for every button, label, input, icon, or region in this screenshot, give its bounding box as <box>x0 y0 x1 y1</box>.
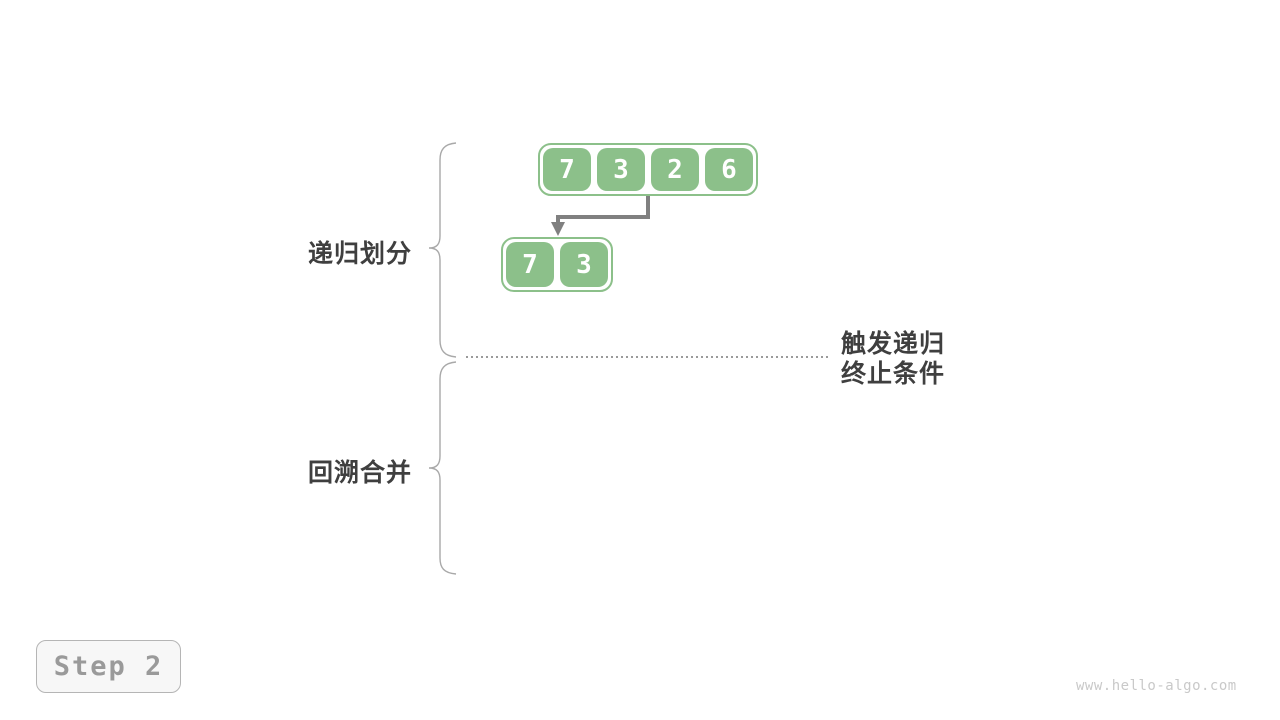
step-badge: Step 2 <box>36 640 181 693</box>
array-cell: 2 <box>651 148 699 191</box>
termination-annotation: 触发递归 终止条件 <box>841 329 945 389</box>
sub-array: 7 3 <box>501 237 613 292</box>
phase-label-merge: 回溯合并 <box>307 459 412 487</box>
array-cell: 3 <box>597 148 645 191</box>
termination-annotation-line1: 触发递归 <box>841 330 946 358</box>
termination-annotation-line2: 终止条件 <box>841 360 946 388</box>
array-cell: 7 <box>543 148 591 191</box>
top-array: 7 3 2 6 <box>538 143 758 196</box>
array-cell: 7 <box>506 242 554 287</box>
array-cell: 3 <box>560 242 608 287</box>
divide-brace-icon <box>428 142 457 358</box>
merge-brace-icon <box>428 361 457 575</box>
array-cell: 6 <box>705 148 753 191</box>
phase-label-divide: 递归划分 <box>307 240 412 268</box>
divide-arrow-head-icon <box>551 222 565 236</box>
watermark: www.hello-algo.com <box>1076 678 1237 694</box>
divide-arrow-icon <box>556 196 650 224</box>
